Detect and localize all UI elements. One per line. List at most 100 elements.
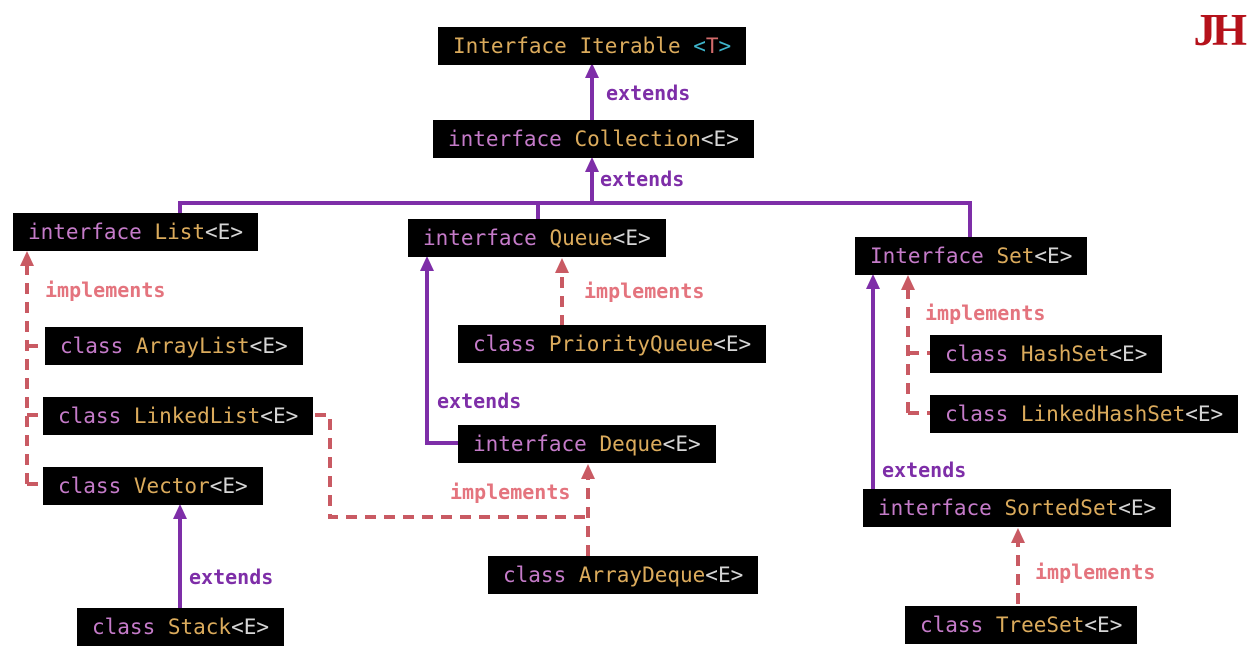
generic-close-bracket: > bbox=[1059, 244, 1073, 268]
node-type-name: Vector bbox=[133, 474, 210, 498]
edge-branch-rail bbox=[178, 201, 972, 237]
node-keyword: class bbox=[60, 334, 124, 358]
generic-close-bracket: > bbox=[1143, 496, 1157, 520]
node-type-name: ArrayList bbox=[135, 334, 250, 358]
generic-param: E bbox=[1097, 613, 1110, 637]
generic-param: E bbox=[713, 127, 727, 151]
generic-open-bracket: < bbox=[249, 334, 263, 358]
arrowhead-up-icon bbox=[866, 274, 880, 289]
arrowhead-up-icon bbox=[420, 256, 434, 271]
generic-param: E bbox=[262, 334, 275, 358]
generic-open-bracket: < bbox=[705, 563, 718, 587]
generic-open-bracket: < bbox=[662, 432, 676, 456]
extends-label: extends bbox=[600, 167, 685, 191]
node-keyword: class bbox=[503, 563, 567, 587]
generic-param: E bbox=[1122, 342, 1135, 366]
implements-label: implements bbox=[925, 301, 1046, 325]
edge-deque-extends-queue bbox=[425, 262, 458, 445]
node-type-name: Queue bbox=[549, 226, 613, 250]
node-class-vector: class Vector<E> bbox=[43, 467, 263, 505]
node-type-name: Collection bbox=[574, 127, 701, 151]
node-type-name: Set bbox=[996, 244, 1035, 268]
extends-label: extends bbox=[882, 458, 967, 482]
generic-close-bracket: > bbox=[1134, 342, 1148, 366]
node-type-name: HashSet bbox=[1020, 342, 1110, 366]
arrowhead-up-icon bbox=[581, 464, 595, 479]
implements-label: implements bbox=[45, 278, 166, 302]
generic-close-bracket: > bbox=[738, 332, 752, 356]
node-keyword: class bbox=[92, 615, 156, 639]
node-keyword: class bbox=[945, 402, 1009, 426]
generic-open-bracket: < bbox=[693, 34, 706, 58]
node-interface-queue: interface Queue<E> bbox=[408, 219, 666, 257]
arrowhead-up-icon bbox=[20, 251, 34, 266]
arrowhead-up-icon bbox=[173, 504, 187, 519]
node-keyword: class bbox=[58, 474, 122, 498]
generic-open-bracket: < bbox=[209, 474, 223, 498]
node-type-name: TreeSet bbox=[995, 613, 1085, 637]
extends-label: extends bbox=[437, 389, 522, 413]
node-keyword: class bbox=[945, 342, 1009, 366]
node-type-name: LinkedList bbox=[133, 404, 261, 428]
generic-close-bracket: > bbox=[285, 404, 299, 428]
generic-close-bracket: > bbox=[1210, 402, 1224, 426]
generic-param: E bbox=[243, 615, 257, 639]
generic-param: E bbox=[272, 404, 286, 428]
arrowhead-up-icon bbox=[1011, 528, 1025, 543]
node-keyword: interface bbox=[448, 127, 562, 151]
generic-param: E bbox=[1197, 402, 1211, 426]
generic-open-bracket: < bbox=[231, 615, 244, 639]
node-type-name: Deque bbox=[599, 432, 663, 456]
generic-open-bracket: < bbox=[713, 332, 726, 356]
node-interface-deque: interface Deque<E> bbox=[458, 425, 716, 463]
generic-close-bracket: > bbox=[256, 615, 270, 639]
node-class-hashset: class HashSet<E> bbox=[930, 335, 1163, 373]
generic-param: E bbox=[675, 432, 688, 456]
generic-close-bracket: > bbox=[637, 226, 651, 250]
generic-open-bracket: < bbox=[612, 226, 626, 250]
node-type-name: SortedSet bbox=[1004, 496, 1119, 520]
generic-open-bracket: < bbox=[1034, 244, 1048, 268]
generic-close-bracket: > bbox=[718, 34, 732, 58]
node-keyword: interface bbox=[423, 226, 537, 250]
extends-edges bbox=[173, 63, 972, 608]
arrowhead-up-icon bbox=[585, 63, 599, 78]
implements-edges bbox=[20, 251, 1025, 604]
implements-label: implements bbox=[1035, 560, 1156, 584]
generic-close-bracket: > bbox=[235, 474, 248, 498]
edge-linkedlist-implements-deque bbox=[315, 413, 588, 519]
node-keyword: interface bbox=[473, 432, 587, 456]
generic-param: E bbox=[717, 563, 731, 587]
generic-open-bracket: < bbox=[1109, 342, 1123, 366]
extends-label: extends bbox=[189, 565, 274, 589]
generic-close-bracket: > bbox=[274, 334, 288, 358]
generic-close-bracket: > bbox=[1109, 613, 1123, 637]
node-keyword: class bbox=[473, 332, 537, 356]
node-keyword: Interface bbox=[453, 34, 567, 58]
node-type-name: LinkedHashSet bbox=[1020, 402, 1186, 426]
generic-open-bracket: < bbox=[1118, 496, 1131, 520]
generic-param: E bbox=[1047, 244, 1060, 268]
generic-param: E bbox=[217, 220, 231, 244]
node-class-linkedhashset: class LinkedHashSet<E> bbox=[930, 395, 1239, 433]
generic-close-bracket: > bbox=[730, 563, 744, 587]
implements-label: implements bbox=[584, 279, 705, 303]
generic-param: E bbox=[625, 226, 638, 250]
generic-close-bracket: > bbox=[687, 432, 701, 456]
node-class-arraylist: class ArrayList<E> bbox=[45, 327, 303, 365]
generic-param: E bbox=[222, 474, 236, 498]
generic-open-bracket: < bbox=[1185, 402, 1198, 426]
generic-open-bracket: < bbox=[260, 404, 273, 428]
node-keyword: class bbox=[58, 404, 122, 428]
node-keyword: interface bbox=[28, 220, 142, 244]
